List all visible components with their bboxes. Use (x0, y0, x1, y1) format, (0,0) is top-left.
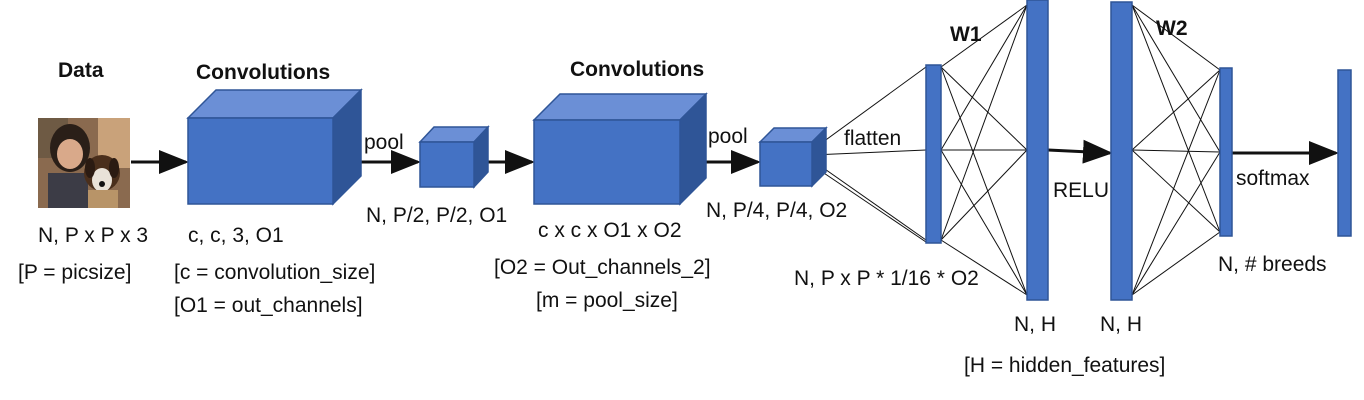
w1-heading: W1 (950, 23, 982, 46)
arrow-hidden1-to-hidden2 (1047, 139, 1113, 164)
hidden1-shape-label: N, H (1014, 313, 1056, 336)
input-photo-image (38, 118, 130, 208)
conv1-block (186, 88, 363, 206)
conv-size-note: [c = convolution_size] (174, 261, 376, 284)
conv1-heading: Convolutions (196, 61, 331, 84)
pool2-label: pool (708, 125, 748, 148)
softmax-label: softmax (1236, 167, 1310, 190)
pool2-block (758, 126, 828, 188)
w2-connection-lines (1131, 4, 1221, 296)
hidden2-column (1110, 1, 1133, 301)
conv2-block (532, 92, 708, 206)
pool1-label: pool (364, 131, 404, 154)
conv2-heading: Convolutions (570, 58, 705, 81)
hidden2-shape-label: N, H (1100, 313, 1142, 336)
flatten-label: flatten (844, 127, 902, 150)
input-shape-label: N, P x P x 3 (38, 224, 149, 247)
flat-shape-label: N, P x P * 1/16 * O2 (794, 267, 979, 290)
hidden1-column (1026, 0, 1049, 301)
out-channels-2-note: [O2 = Out_channels_2] (494, 256, 711, 279)
data-heading: Data (58, 59, 104, 82)
pool1-block (418, 125, 490, 189)
picsize-note: [P = picsize] (18, 261, 132, 284)
hidden-features-note: [H = hidden_features] (964, 354, 1166, 377)
softmax-column (1219, 67, 1233, 237)
w1-connection-lines (940, 4, 1028, 296)
out-channels-note: [O1 = out_channels] (174, 294, 363, 317)
w2-heading: W2 (1156, 17, 1188, 40)
flatten-column (925, 64, 942, 244)
pool1-output-label: N, P/2, P/2, O1 (366, 204, 508, 227)
pool2-output-label: N, P/4, P/4, O2 (706, 199, 848, 222)
conv1-kernel-label: c, c, 3, O1 (188, 224, 284, 247)
output-column (1337, 69, 1352, 237)
conv2-kernel-label: c x c x O1 x O2 (538, 219, 682, 242)
pool-size-note: [m = pool_size] (536, 289, 678, 312)
output-shape-label: N, # breeds (1218, 253, 1327, 276)
relu-label: RELU (1053, 179, 1110, 202)
flatten-fanout-lines (811, 66, 927, 243)
